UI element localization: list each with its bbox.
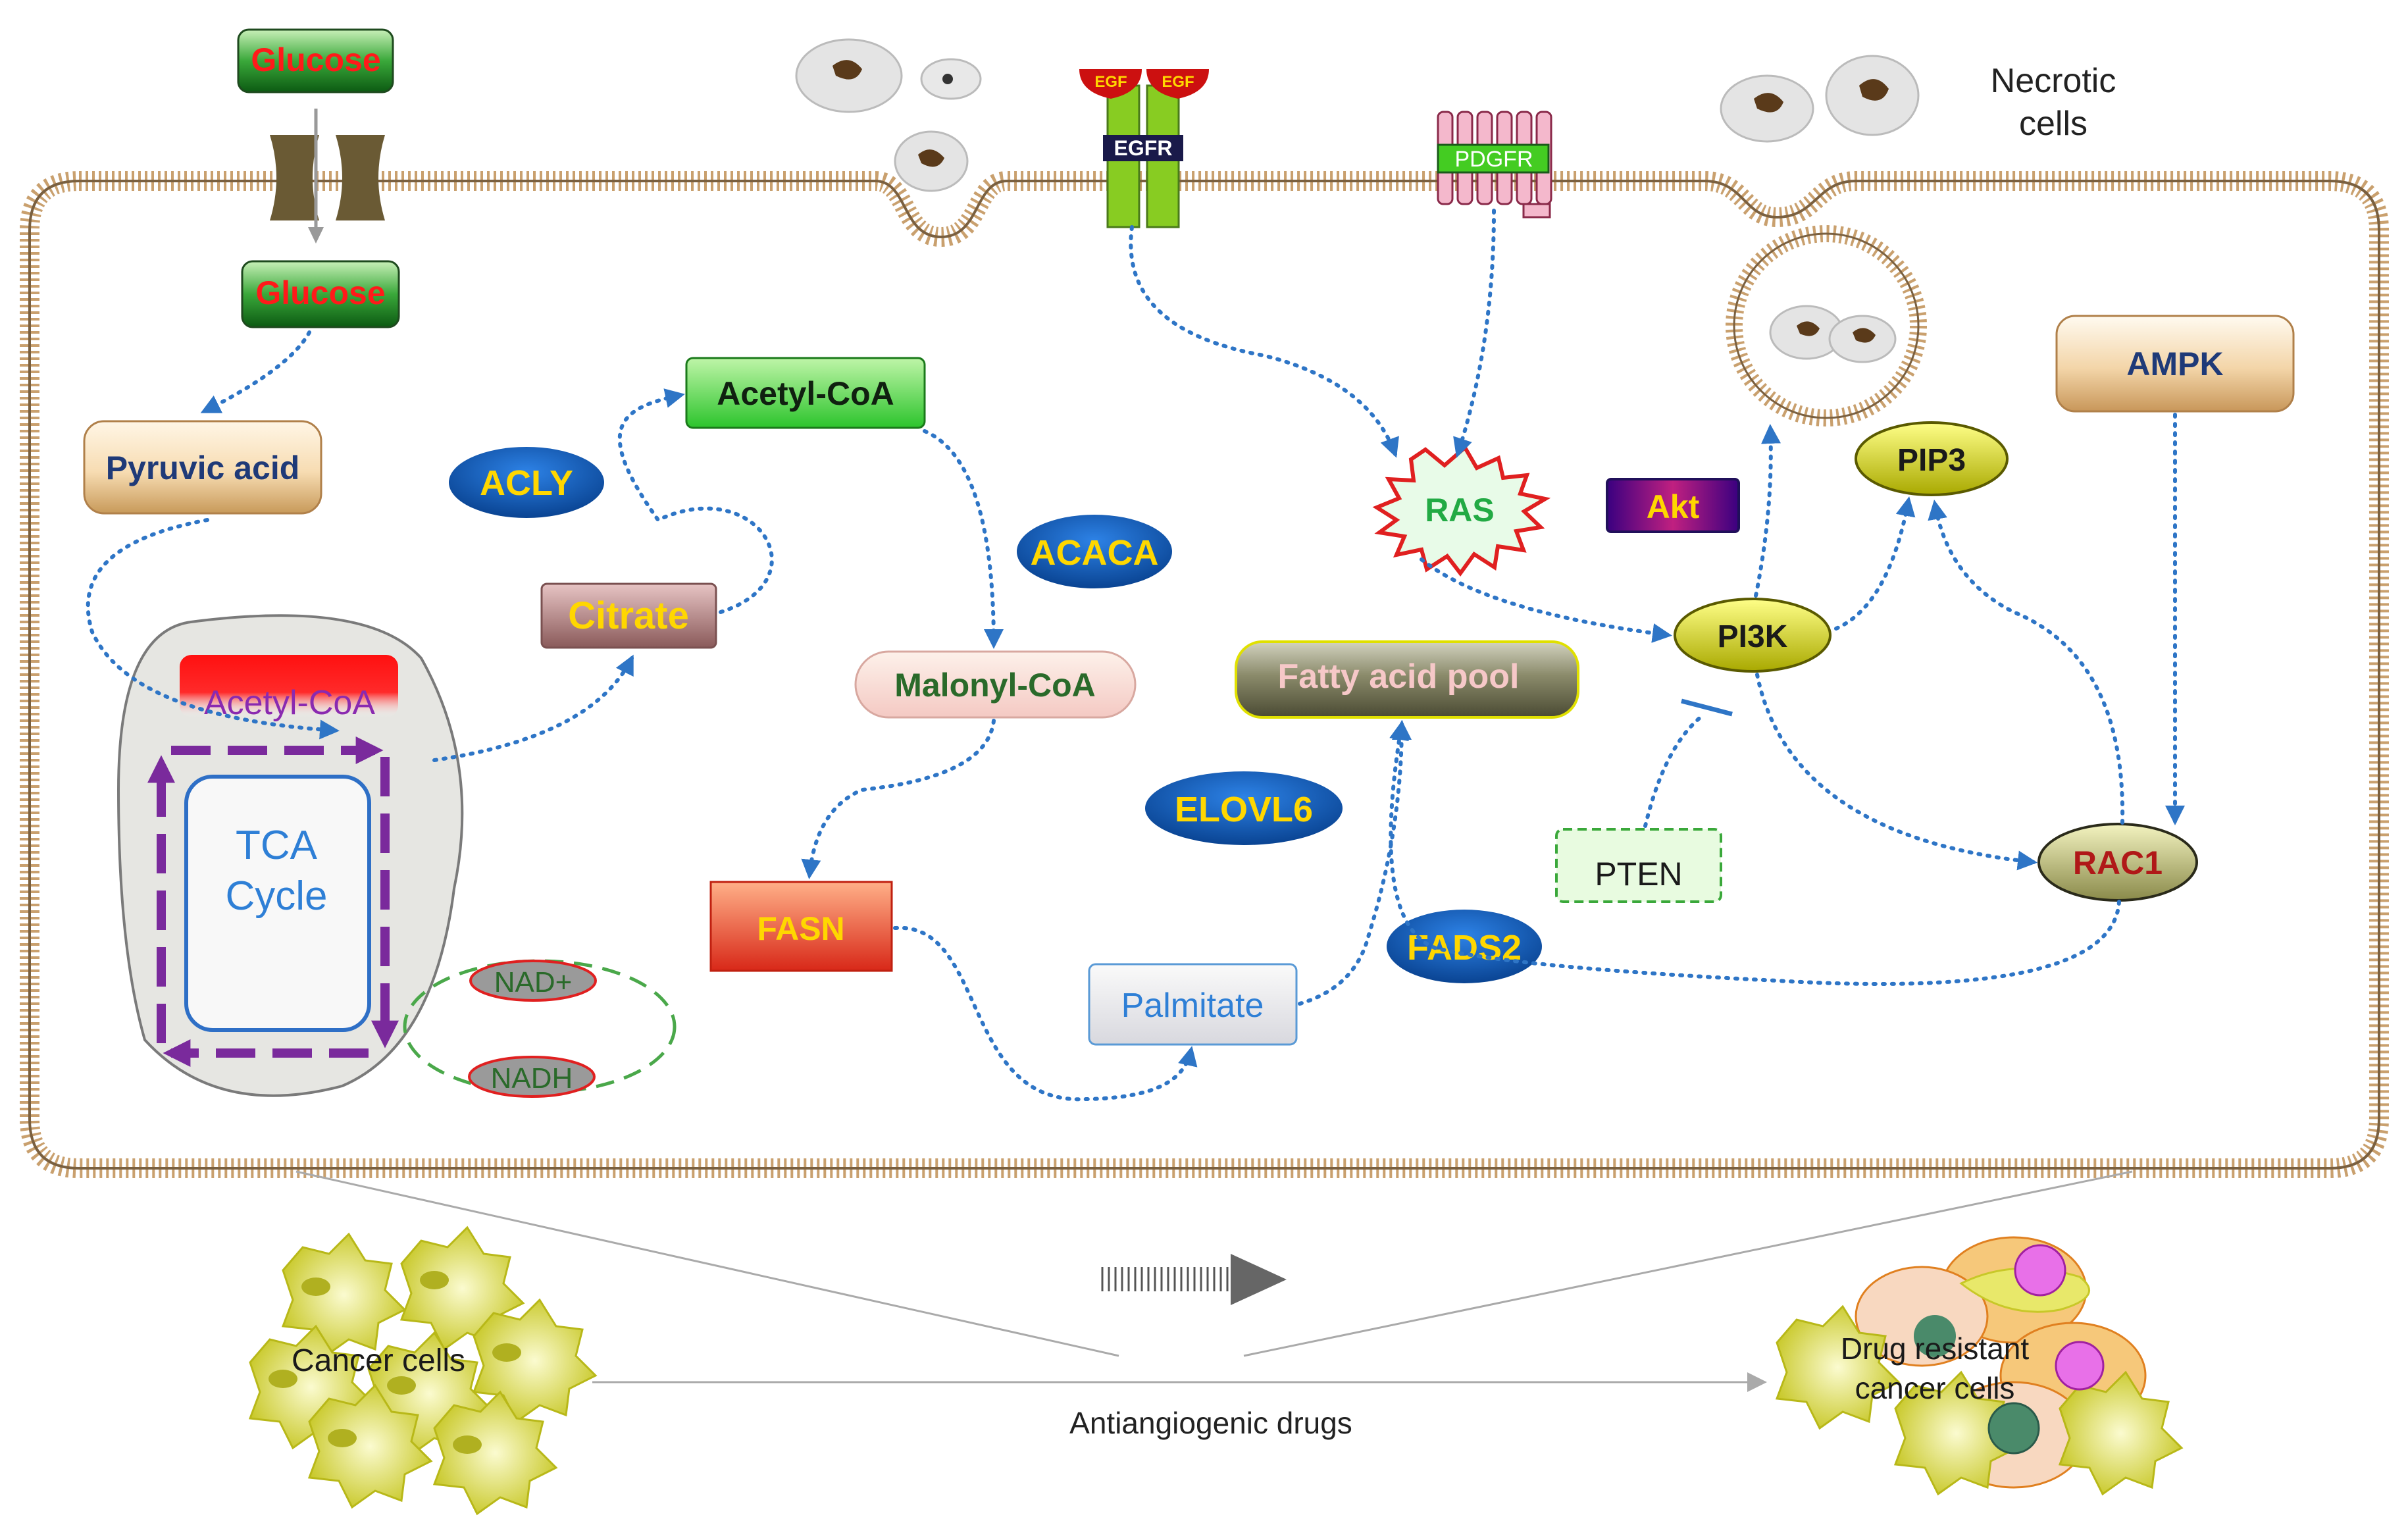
malonyl-coa-node: Malonyl-CoA	[854, 650, 1137, 719]
necrotic-debris	[795, 38, 1920, 363]
mitochondrion: Acetyl-CoA TCA Cycle	[116, 614, 464, 1097]
svg-text:ELOVL6: ELOVL6	[1175, 790, 1313, 829]
nad-plus-label: NAD+	[494, 966, 573, 998]
svg-text:ACACA: ACACA	[1031, 533, 1159, 573]
svg-text:ACLY: ACLY	[480, 463, 573, 503]
drug-resistant-label-line2: cancer cells	[1855, 1371, 2015, 1405]
cancer-cells-cluster: Cancer cells	[248, 1226, 598, 1516]
enzyme-acly: ACLY	[449, 447, 604, 518]
rac1-node: RAC1	[2037, 823, 2198, 902]
antiangiogenic-drugs-label: Antiangiogenic drugs	[1069, 1406, 1352, 1440]
egfr-receptor: EGFR EGF EGF	[1079, 69, 1209, 228]
ampk-node: AMPK	[2055, 315, 2295, 413]
ras-node: RAS	[1372, 444, 1551, 577]
svg-text:Glucose: Glucose	[255, 274, 385, 311]
cancer-cells-label: Cancer cells	[292, 1343, 465, 1378]
tca-cycle-arrows	[147, 736, 399, 1067]
svg-text:Acetyl-CoA: Acetyl-CoA	[717, 375, 894, 412]
pdgfr-receptor: PDGFR	[1437, 111, 1552, 219]
svg-text:PIP3: PIP3	[1897, 443, 1966, 478]
akt-node: Akt	[1606, 478, 1740, 533]
glucose-outside-node: Glucose	[237, 28, 394, 93]
svg-text:Glucose: Glucose	[251, 41, 380, 78]
svg-text:Citrate: Citrate	[568, 594, 689, 637]
egf-left-label: EGF	[1094, 73, 1127, 91]
fasn-node: FASN	[709, 881, 893, 972]
progression-arrow-icon	[1101, 1254, 1287, 1305]
drug-resistant-label-line1: Drug resistant	[1841, 1331, 2030, 1366]
svg-text:Akt: Akt	[1647, 488, 1700, 525]
nadh-label: NADH	[491, 1062, 573, 1095]
necrotic-label-line1: Necrotic	[1991, 62, 2116, 100]
svg-text:AMPK: AMPK	[2126, 346, 2223, 382]
pip3-node: PIP3	[1855, 421, 2009, 496]
pdgfr-label: PDGFR	[1455, 147, 1533, 172]
svg-text:Pyruvic acid: Pyruvic acid	[106, 450, 300, 486]
pten-node: PTEN	[1555, 828, 1722, 903]
drug-resistant-cells-cluster: Drug resistant cancer cells	[1775, 1236, 2184, 1496]
glucose-inside-node: Glucose	[241, 260, 400, 328]
tca-label-line1: TCA	[236, 823, 318, 868]
svg-text:RAS: RAS	[1425, 492, 1495, 529]
svg-text:Palmitate: Palmitate	[1121, 987, 1264, 1025]
palmitate-node: Palmitate	[1088, 963, 1298, 1046]
enzyme-acaca: ACACA	[1017, 515, 1172, 588]
pyruvic-acid-node: Pyruvic acid	[83, 420, 322, 515]
pathway-arrows	[86, 209, 2185, 1102]
fatty-acid-pool-node: Fatty acid pool	[1235, 640, 1579, 719]
necrotic-label-line2: cells	[2019, 105, 2088, 143]
necrotic-cells-label: Necrotic cells	[1991, 62, 2116, 143]
egfr-label: EGFR	[1114, 136, 1173, 160]
bottom-panel: Cancer cells Antiangiogenic drugs Drug r…	[248, 1170, 2184, 1516]
acetyl-coa-mito-label: Acetyl-CoA	[204, 684, 375, 722]
citrate-node: Citrate	[540, 582, 717, 649]
svg-text:Fatty acid pool: Fatty acid pool	[1278, 658, 1520, 696]
enzyme-fads2: FADS2	[1387, 910, 1542, 983]
acetyl-coa-node: Acetyl-CoA	[685, 357, 926, 429]
pi3k-node: PI3K	[1674, 598, 1832, 673]
egf-right-label: EGF	[1162, 73, 1194, 91]
glucose-transporter-icon	[270, 109, 385, 244]
enzyme-elovl6: ELOVL6	[1145, 771, 1343, 845]
svg-text:PTEN: PTEN	[1595, 856, 1682, 892]
svg-text:PI3K: PI3K	[1718, 619, 1788, 654]
tca-label-line2: Cycle	[225, 873, 327, 919]
nad-nadh-group: NAD+ NADH	[403, 959, 677, 1098]
svg-text:RAC1: RAC1	[2073, 844, 2163, 881]
svg-text:FADS2: FADS2	[1407, 928, 1522, 968]
svg-text:FASN: FASN	[757, 910, 844, 947]
svg-text:Malonyl-CoA: Malonyl-CoA	[894, 667, 1096, 704]
